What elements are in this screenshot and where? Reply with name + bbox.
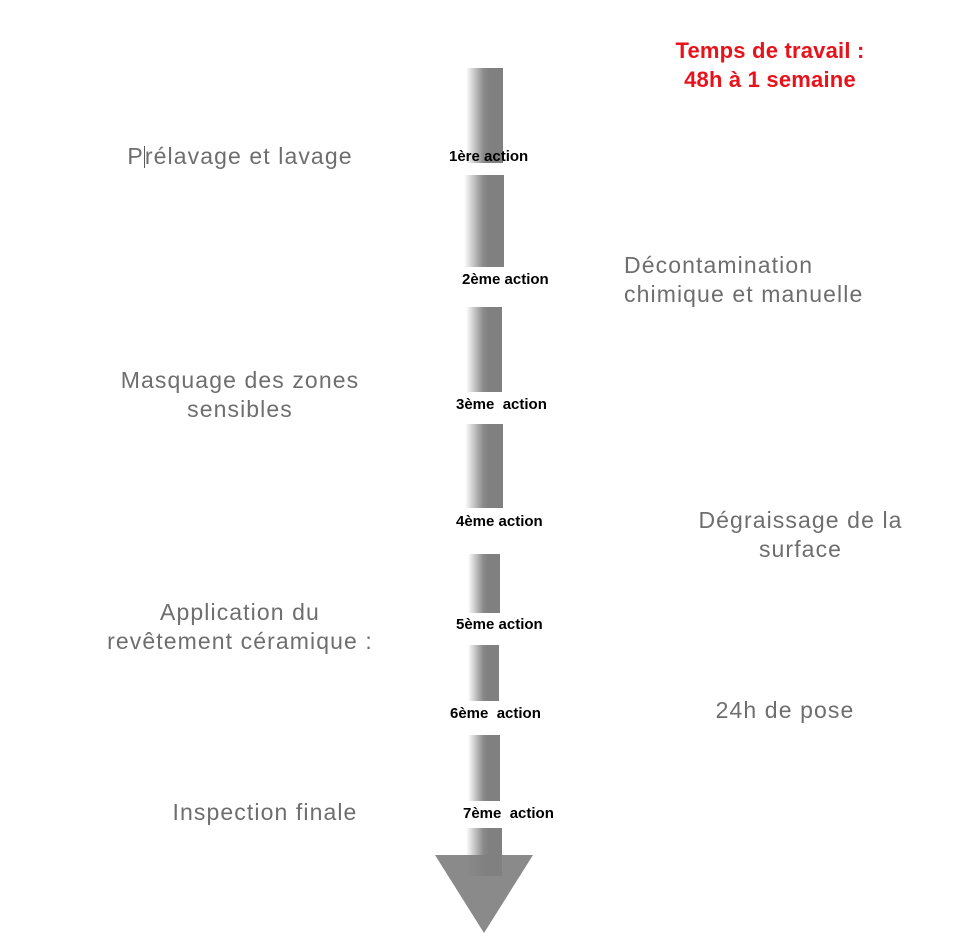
working-time-title-line-2: 48h à 1 semaine [684,67,856,93]
step-description-6-text: 24h de pose [715,697,855,723]
step-description-1-text: Prélavage et lavage [127,143,353,169]
timeline-bar-segment-7 [468,735,500,801]
step-label-7: 7ème action [463,805,554,822]
step-description-5-text: Application du revêtement céramique : [107,599,373,655]
step-description-5: Application du revêtement céramique : [50,598,430,657]
step-description-4-text: Dégraissage de la surface [698,507,903,563]
working-time-title-line-1: Temps de travail : [675,38,865,63]
step-description-3-text: Masquage des zones sensibles [120,367,360,423]
timeline-bar-segment-3 [466,307,502,392]
timeline-bar-segment-5 [468,554,500,613]
step-description-7-text: Inspection finale [172,799,358,825]
step-label-1: 1ère action [449,148,529,165]
step-description-2: Décontamination chimique et manuelle [624,251,954,310]
step-label-3: 3ème action [456,396,547,413]
step-label-5: 5ème action [456,616,543,633]
timeline-bar-segment-4 [465,424,503,508]
step-description-6: 24h de pose [660,696,910,725]
text-caret [143,146,145,168]
timeline-bar-segment-1 [466,68,503,163]
step-description-3: Masquage des zones sensibles [70,366,410,425]
step-description-1: Prélavage et lavage [80,142,400,171]
step-description-4: Dégraissage de la surface [648,506,953,565]
step-description-2-text: Décontamination chimique et manuelle [624,252,864,308]
step-label-2: 2ème action [462,271,549,288]
step-label-6: 6ème action [450,705,541,722]
step-description-7: Inspection finale [120,798,410,827]
working-time-title: Temps de travail : 48h à 1 semaine [600,36,940,94]
timeline-bar-segment-6 [468,645,499,701]
timeline-bar-segment-2 [464,175,504,267]
step-label-4: 4ème action [456,513,543,530]
